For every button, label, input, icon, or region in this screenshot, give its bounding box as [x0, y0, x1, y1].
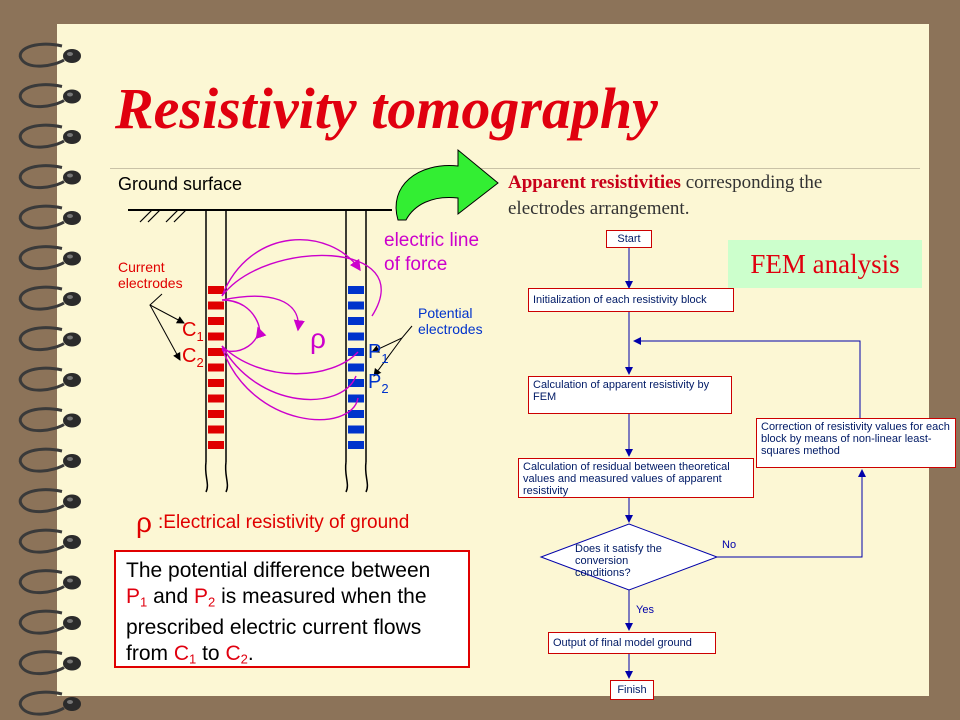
green-arrow-icon	[395, 148, 499, 221]
apparent-resistivities-note: Apparent resistivities corresponding the…	[508, 170, 868, 222]
binder-ring	[18, 245, 81, 270]
decision-text: Does it satisfy the conversion condition…	[575, 543, 662, 579]
potential-electrode-segment	[348, 363, 364, 372]
binder-ring	[18, 528, 81, 554]
start-box: Start	[606, 230, 652, 248]
binder-ring	[18, 569, 81, 594]
current-electrode-segment	[208, 394, 224, 403]
hatch-marks	[139, 209, 187, 223]
fem-analysis-label: FEM analysis	[728, 240, 922, 288]
potential-electrode-segment	[348, 379, 364, 387]
potential-electrode-segment	[348, 410, 364, 418]
msg-line-1: The potential difference between	[126, 559, 431, 582]
ground-surface-label: Ground surface	[118, 174, 242, 194]
potential-electrode-segment	[348, 286, 364, 294]
potential-electrodes-label-2: electrodes	[418, 321, 483, 337]
current-pointer-1	[149, 293, 185, 324]
c1-label: C1	[182, 319, 204, 344]
apparent-bold: Apparent resistivities	[508, 172, 681, 193]
binder-ring	[18, 42, 81, 68]
line-of-force-label-1: electric line	[384, 230, 479, 251]
decision-yes-label: Yes	[636, 604, 654, 616]
current-electrode-segment	[208, 441, 224, 449]
current-electrode-column	[208, 286, 224, 449]
potential-electrodes-label-1: Potential	[418, 305, 472, 321]
output-box: Output of final model ground	[548, 632, 716, 654]
c2-label: C2	[182, 345, 204, 370]
binder-ring	[18, 204, 81, 230]
current-electrodes-label-1: Current	[118, 259, 165, 275]
calc-residual-box: Calculation of residual between theoreti…	[518, 458, 754, 498]
binder-ring	[18, 609, 81, 635]
correction-box: Correction of resistivity values for eac…	[756, 418, 956, 468]
right-borehole	[344, 210, 369, 493]
binder-ring	[18, 326, 81, 351]
rho-symbol: ρ	[310, 323, 326, 354]
line-of-force-label-2: of force	[384, 254, 447, 275]
current-electrode-segment	[208, 363, 224, 372]
potential-electrode-segment	[348, 332, 364, 341]
binder-ring	[18, 407, 81, 432]
current-pointer-2	[149, 304, 181, 361]
left-borehole	[204, 210, 229, 493]
potential-electrode-segment	[348, 317, 364, 325]
potential-electrode-segment	[348, 301, 364, 310]
current-electrode-segment	[208, 317, 224, 325]
current-electrode-segment	[208, 332, 224, 341]
potential-electrode-segment	[348, 441, 364, 449]
binder-ring	[18, 447, 81, 473]
binder-ring	[18, 285, 81, 311]
current-electrode-segment	[208, 348, 224, 356]
current-electrode-segment	[208, 301, 224, 310]
rho-def-symbol: ρ	[136, 507, 152, 538]
decision-diamond	[539, 523, 719, 591]
current-electrode-segment	[208, 286, 224, 294]
msg-line-3: prescribed electric current flows	[126, 616, 422, 640]
rho-definition: :Electrical resistivity of ground	[158, 512, 409, 533]
binder-ring	[18, 164, 81, 189]
binder-rings	[18, 42, 81, 716]
potential-difference-note: The potential difference between P1 and …	[114, 550, 470, 668]
flowchart-connectors	[625, 246, 866, 679]
msg-line-2: P1 and P2 is measured when the	[126, 585, 427, 610]
binder-ring	[18, 488, 81, 513]
current-electrodes-label-2: electrodes	[118, 275, 183, 291]
field-lines	[221, 239, 382, 421]
apparent-rest: corresponding the electrodes arrangement…	[508, 172, 823, 219]
potential-electrode-segment	[348, 425, 364, 434]
potential-electrode-segment	[348, 348, 364, 356]
current-electrode-segment	[208, 410, 224, 418]
binder-ring	[18, 366, 81, 392]
slide-title: Resistivity tomography	[115, 76, 658, 141]
msg-line-4: from C1 to C2.	[126, 642, 254, 667]
title-divider	[110, 168, 920, 169]
p1-label: P1	[368, 341, 389, 366]
binder-ring	[18, 690, 81, 716]
potential-electrode-segment	[348, 394, 364, 403]
calc-apparent-box: Calculation of apparent resistivity by F…	[528, 376, 732, 414]
current-electrode-segment	[208, 379, 224, 387]
decision-no-label: No	[722, 539, 736, 551]
potential-electrode-column	[348, 286, 364, 449]
init-box: Initialization of each resistivity block	[528, 288, 734, 312]
finish-box: Finish	[610, 680, 654, 700]
binder-ring	[18, 123, 81, 149]
binder-ring	[18, 83, 81, 108]
p2-label: P2	[368, 371, 389, 396]
current-electrode-segment	[208, 425, 224, 434]
potential-pointer-2	[373, 337, 403, 377]
binder-ring	[18, 650, 81, 675]
